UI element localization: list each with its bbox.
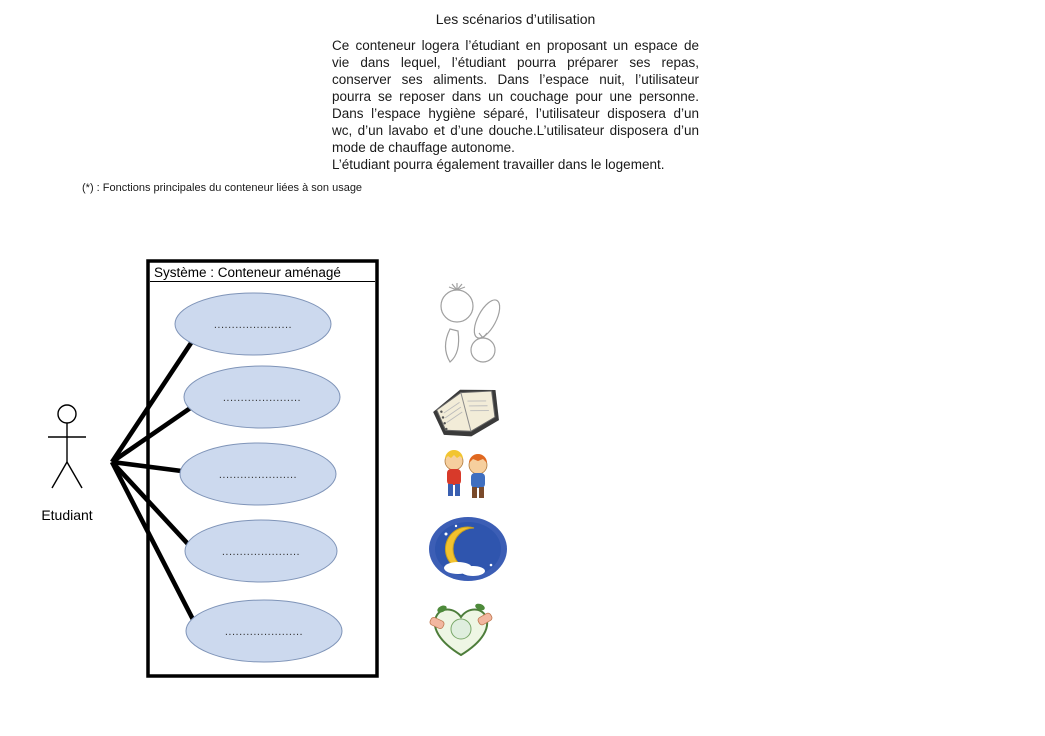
actor-head [57, 404, 77, 424]
system-title: Système : Conteneur aménagé [154, 265, 341, 280]
use-case-diagram: Système : Conteneur aménagé ............… [41, 259, 379, 678]
use-case-label-4: ...................... [222, 546, 300, 558]
child-left [444, 450, 464, 496]
body-text: Ce conteneur logera l’étudiant en propos… [332, 37, 699, 173]
use-case-ellipse-4 [184, 519, 338, 583]
use-case-ellipse-2 [183, 365, 341, 429]
actor-figure [48, 404, 86, 489]
footnote: (*) : Fonctions principales du conteneur… [82, 182, 363, 194]
actor-leg-left [51, 461, 68, 489]
use-case-label-1: ...................... [214, 319, 292, 331]
use-cases: ...................... .................… [174, 292, 343, 663]
use-case-label-2: ...................... [223, 392, 301, 404]
use-case-ellipse-5 [185, 599, 343, 663]
use-case-ellipse-3 [179, 442, 337, 506]
children-clipart [444, 450, 488, 498]
use-case-ellipse-1 [174, 292, 332, 356]
connector-line-5 [109, 460, 206, 641]
moon-night-clipart [429, 517, 507, 581]
actor-connectors [109, 332, 206, 641]
use-case-label-3: ...................... [219, 469, 297, 481]
page-title: Les scénarios d’utilisation [435, 11, 596, 27]
connector-line-1 [110, 332, 199, 464]
vegetables-clipart [440, 283, 501, 363]
connector-line-4 [110, 460, 202, 559]
actor-label: Etudiant [41, 507, 92, 523]
notebook-clipart [433, 389, 499, 437]
use-case-label-5: ...................... [225, 626, 303, 638]
body-paragraph: Ce conteneur logera l’étudiant en propos… [332, 38, 699, 155]
actor-leg-right [66, 461, 83, 489]
body-paragraph-last: L’étudiant pourra également travailler d… [332, 157, 665, 172]
connector-line-2 [110, 398, 204, 464]
child-right [468, 454, 488, 498]
hygiene-heart-clipart [429, 603, 493, 657]
system-boundary [146, 259, 379, 678]
